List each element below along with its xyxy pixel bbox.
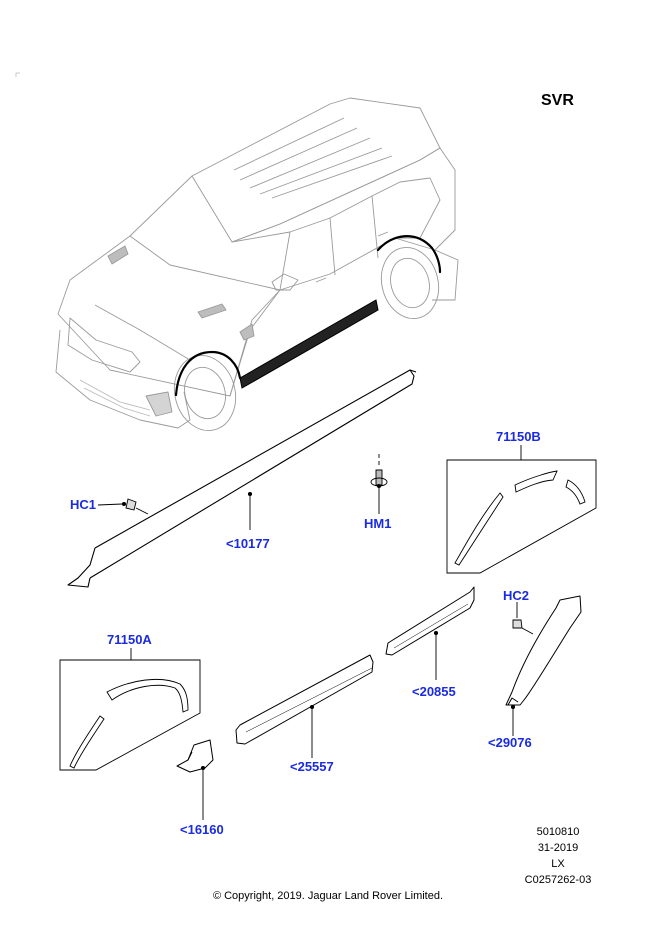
reference-code: 5010810	[536, 826, 580, 838]
callout-HM1[interactable]: HM1	[364, 516, 392, 531]
lower-parts	[176, 586, 582, 773]
corner-mark	[15, 72, 20, 77]
callout-20855[interactable]: <20855	[412, 684, 456, 699]
reference-region: LX	[551, 858, 565, 870]
callout-HC1[interactable]: HC1	[70, 497, 97, 512]
illustration-id: C0257262-03	[524, 874, 592, 886]
callout-16160[interactable]: <16160	[180, 822, 224, 837]
copyright-notice: © Copyright, 2019. Jaguar Land Rover Lim…	[212, 890, 444, 902]
kit-box-71150B	[446, 459, 597, 574]
sill-moulding-10177	[67, 369, 417, 588]
highlighted-mouldings-on-vehicle	[174, 235, 442, 397]
callout-25557[interactable]: <25557	[290, 759, 334, 774]
reference-block: 5010810 31-2019 LX C0257262-03	[510, 824, 606, 888]
callout-HC2[interactable]: HC2	[503, 588, 530, 603]
variant-label: SVR	[541, 92, 574, 109]
reference-date: 31-2019	[537, 842, 579, 854]
callout-10177[interactable]: <10177	[226, 536, 270, 551]
vehicle-illustration	[55, 97, 459, 431]
callout-29076[interactable]: <29076	[488, 735, 532, 750]
leader-lines	[97, 445, 534, 820]
callout-71150A[interactable]: 71150A	[107, 632, 152, 647]
callout-71150B[interactable]: 71150B	[496, 429, 541, 444]
kit-box-71150A	[59, 659, 201, 771]
